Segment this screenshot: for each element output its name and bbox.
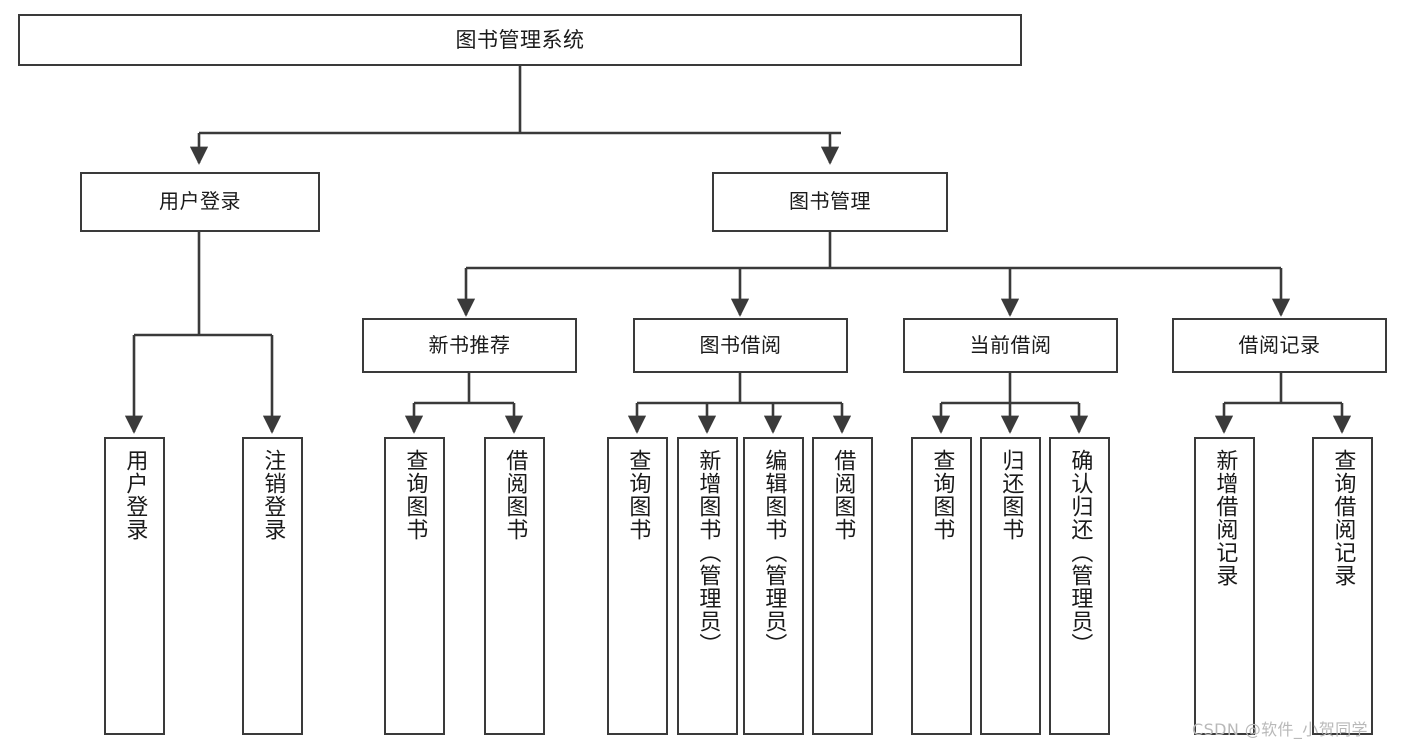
csdn-watermark: CSDN @软件_小贺同学	[1192, 720, 1368, 739]
leaf-add-book[interactable]: 新增图书（管理员）	[677, 437, 738, 735]
leaf-confirm-return[interactable]: 确认归还（管理员）	[1049, 437, 1110, 735]
leaf-add-book-label: 新增图书（管理员）	[695, 449, 721, 656]
leaf-borrow-book-2-label: 借阅图书	[830, 449, 856, 541]
leaf-logout[interactable]: 注销登录	[242, 437, 303, 735]
leaf-logout-label: 注销登录	[260, 449, 286, 541]
leaf-query-book-3-label: 查询图书	[929, 449, 955, 541]
node-borrow-record-label: 借阅记录	[1238, 332, 1321, 357]
node-current-borrow-label: 当前借阅	[969, 332, 1052, 357]
node-current-borrow[interactable]: 当前借阅	[903, 318, 1118, 373]
node-book-borrow[interactable]: 图书借阅	[633, 318, 848, 373]
node-new-book-rec-label: 新书推荐	[428, 332, 511, 357]
node-root[interactable]: 图书管理系统	[18, 14, 1022, 66]
leaf-user-login[interactable]: 用户登录	[104, 437, 165, 735]
leaf-query-book-2-label: 查询图书	[625, 449, 651, 541]
leaf-query-book-3[interactable]: 查询图书	[911, 437, 972, 735]
leaf-edit-book-label: 编辑图书（管理员）	[761, 449, 787, 656]
leaf-query-record[interactable]: 查询借阅记录	[1312, 437, 1373, 735]
leaf-edit-book[interactable]: 编辑图书（管理员）	[743, 437, 804, 735]
leaf-query-record-label: 查询借阅记录	[1330, 449, 1356, 587]
leaf-borrow-book-1-label: 借阅图书	[502, 449, 528, 541]
node-book-borrow-label: 图书借阅	[699, 332, 782, 357]
leaf-confirm-return-label: 确认归还（管理员）	[1067, 449, 1093, 656]
leaf-return-book[interactable]: 归还图书	[980, 437, 1041, 735]
leaf-user-login-label: 用户登录	[122, 449, 148, 541]
node-book-manage-label: 图书管理	[789, 189, 871, 214]
node-user-login-label: 用户登录	[159, 189, 241, 214]
leaf-return-book-label: 归还图书	[998, 449, 1024, 541]
node-root-label: 图书管理系统	[455, 27, 585, 52]
leaf-add-record-label: 新增借阅记录	[1212, 449, 1238, 587]
leaf-borrow-book-2[interactable]: 借阅图书	[812, 437, 873, 735]
leaf-add-record[interactable]: 新增借阅记录	[1194, 437, 1255, 735]
node-user-login[interactable]: 用户登录	[80, 172, 320, 232]
leaf-query-book-1-label: 查询图书	[402, 449, 428, 541]
leaf-borrow-book-1[interactable]: 借阅图书	[484, 437, 545, 735]
leaf-query-book-1[interactable]: 查询图书	[384, 437, 445, 735]
leaf-query-book-2[interactable]: 查询图书	[607, 437, 668, 735]
node-borrow-record[interactable]: 借阅记录	[1172, 318, 1387, 373]
node-new-book-rec[interactable]: 新书推荐	[362, 318, 577, 373]
node-book-manage[interactable]: 图书管理	[712, 172, 948, 232]
